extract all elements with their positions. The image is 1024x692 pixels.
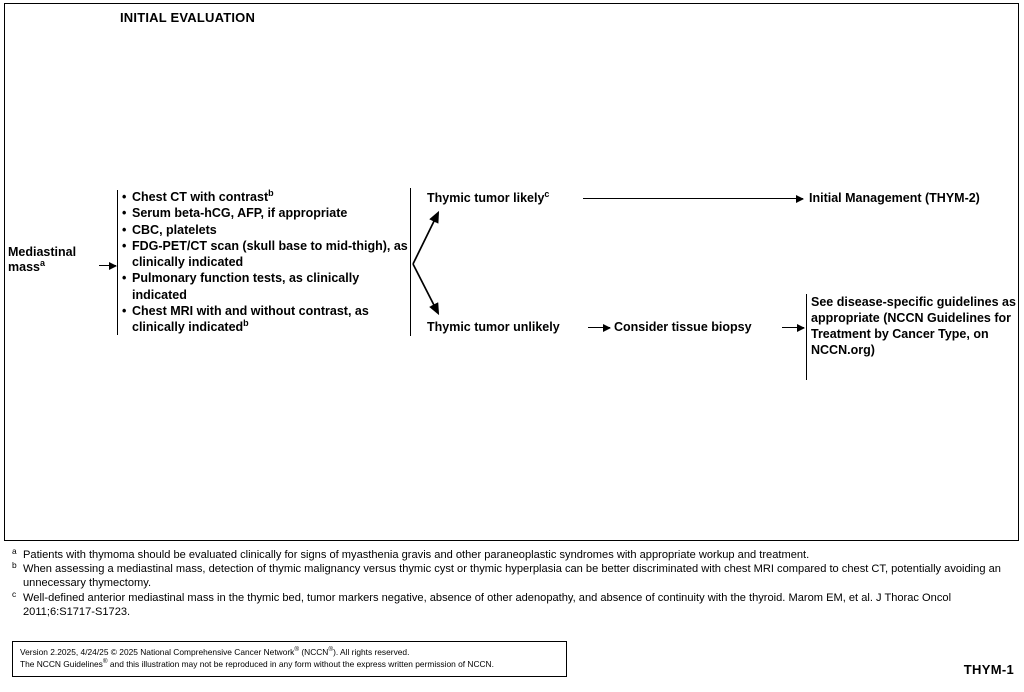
entry-node-label-line2: mass xyxy=(8,260,40,275)
branch-arrows xyxy=(412,210,440,316)
workup-bracket xyxy=(117,190,118,335)
registered-mark-icon: ® xyxy=(328,646,334,654)
footnote-marker: b xyxy=(12,560,17,571)
footnote-text: When assessing a mediastinal mass, detec… xyxy=(23,563,1001,590)
workup-item-text: CBC, platelets xyxy=(132,222,217,237)
footnote-text: Well-defined anterior mediastinal mass i… xyxy=(23,591,952,618)
list-item: Serum beta-hCG, AFP, if appropriate xyxy=(122,205,412,222)
arrow-unlikely-to-biopsy xyxy=(588,323,611,332)
footnote-marker: a xyxy=(12,546,17,556)
page-code: THYM-1 xyxy=(963,662,1014,677)
footnote-b: b When assessing a mediastinal mass, det… xyxy=(12,560,1014,591)
copyright-line1-post: ). All rights reserved. xyxy=(333,647,410,657)
footnote-marker: c xyxy=(12,588,17,599)
branch-bracket xyxy=(410,188,411,336)
outcome-disease-specific-guidelines[interactable]: See disease-specific guidelines as appro… xyxy=(811,295,1016,358)
workup-item-text: FDG-PET/CT scan (skull base to mid-thigh… xyxy=(132,238,408,269)
arrow-likely-to-initial-management xyxy=(583,194,804,203)
copyright-line-1: Version 2.2025, 4/24/25 © 2025 National … xyxy=(20,647,559,659)
workup-item-footnote-ref: b xyxy=(268,187,274,198)
workup-item-text: Chest CT with contrast xyxy=(132,190,269,204)
list-item: Pulmonary function tests, as clinically … xyxy=(122,270,412,303)
disease-specific-bracket xyxy=(806,294,807,380)
registered-mark-icon: ® xyxy=(102,658,108,666)
branch-likely-footnote-ref: c xyxy=(544,188,550,199)
node-consider-tissue-biopsy: Consider tissue biopsy xyxy=(614,320,752,334)
copyright-box: Version 2.2025, 4/24/25 © 2025 National … xyxy=(12,641,567,677)
arrow-biopsy-to-disease-specific xyxy=(782,323,805,332)
list-item: Chest MRI with and without contrast, as … xyxy=(122,303,412,336)
branch-unlikely-text: Thymic tumor unlikely xyxy=(427,320,560,334)
copyright-line2-post: and this illustration may not be reprodu… xyxy=(107,658,494,669)
branch-label-thymic-tumor-likely: Thymic tumor likelyc xyxy=(427,188,550,205)
copyright-line2-pre: The NCCN Guidelines xyxy=(20,658,103,669)
workup-item-footnote-ref: b xyxy=(243,317,249,328)
footnote-c: c Well-defined anterior mediastinal mass… xyxy=(12,588,1014,620)
copyright-line1-pre: Version 2.2025, 4/24/25 © 2025 National … xyxy=(20,647,295,657)
outcome-initial-management[interactable]: Initial Management (THYM-2) xyxy=(809,191,980,205)
registered-mark-icon: ® xyxy=(294,646,300,654)
workup-item-text: Serum beta-hCG, AFP, if appropriate xyxy=(132,206,348,221)
copyright-line-2: The NCCN Guidelines® and this illustrati… xyxy=(20,658,559,671)
branch-label-thymic-tumor-unlikely: Thymic tumor unlikely xyxy=(427,320,560,334)
footnote-text: Patients with thymoma should be evaluate… xyxy=(23,549,810,561)
footnotes: a Patients with thymoma should be evalua… xyxy=(12,546,1014,620)
entry-node-label-line1: Mediastinal xyxy=(8,245,77,259)
copyright-line1-mid: (NCCN xyxy=(299,647,329,657)
page-title: INITIAL EVALUATION xyxy=(120,10,256,25)
footnote-a: a Patients with thymoma should be evalua… xyxy=(12,546,1014,563)
list-item: Chest CT with contrastb xyxy=(122,187,412,205)
list-item: FDG-PET/CT scan (skull base to mid-thigh… xyxy=(122,238,412,271)
entry-node-mediastinal-mass: Mediastinal massa xyxy=(8,245,104,276)
list-item: CBC, platelets xyxy=(122,222,412,239)
workup-item-text: Pulmonary function tests, as clinically … xyxy=(132,271,360,302)
workup-item-text: Chest MRI with and without contrast, as … xyxy=(132,303,369,334)
arrow-entry-to-workup xyxy=(99,261,117,270)
workup-list: Chest CT with contrastb Serum beta-hCG, … xyxy=(122,187,412,336)
entry-node-footnote-ref: a xyxy=(39,258,45,269)
branch-likely-text: Thymic tumor likely xyxy=(427,191,545,205)
